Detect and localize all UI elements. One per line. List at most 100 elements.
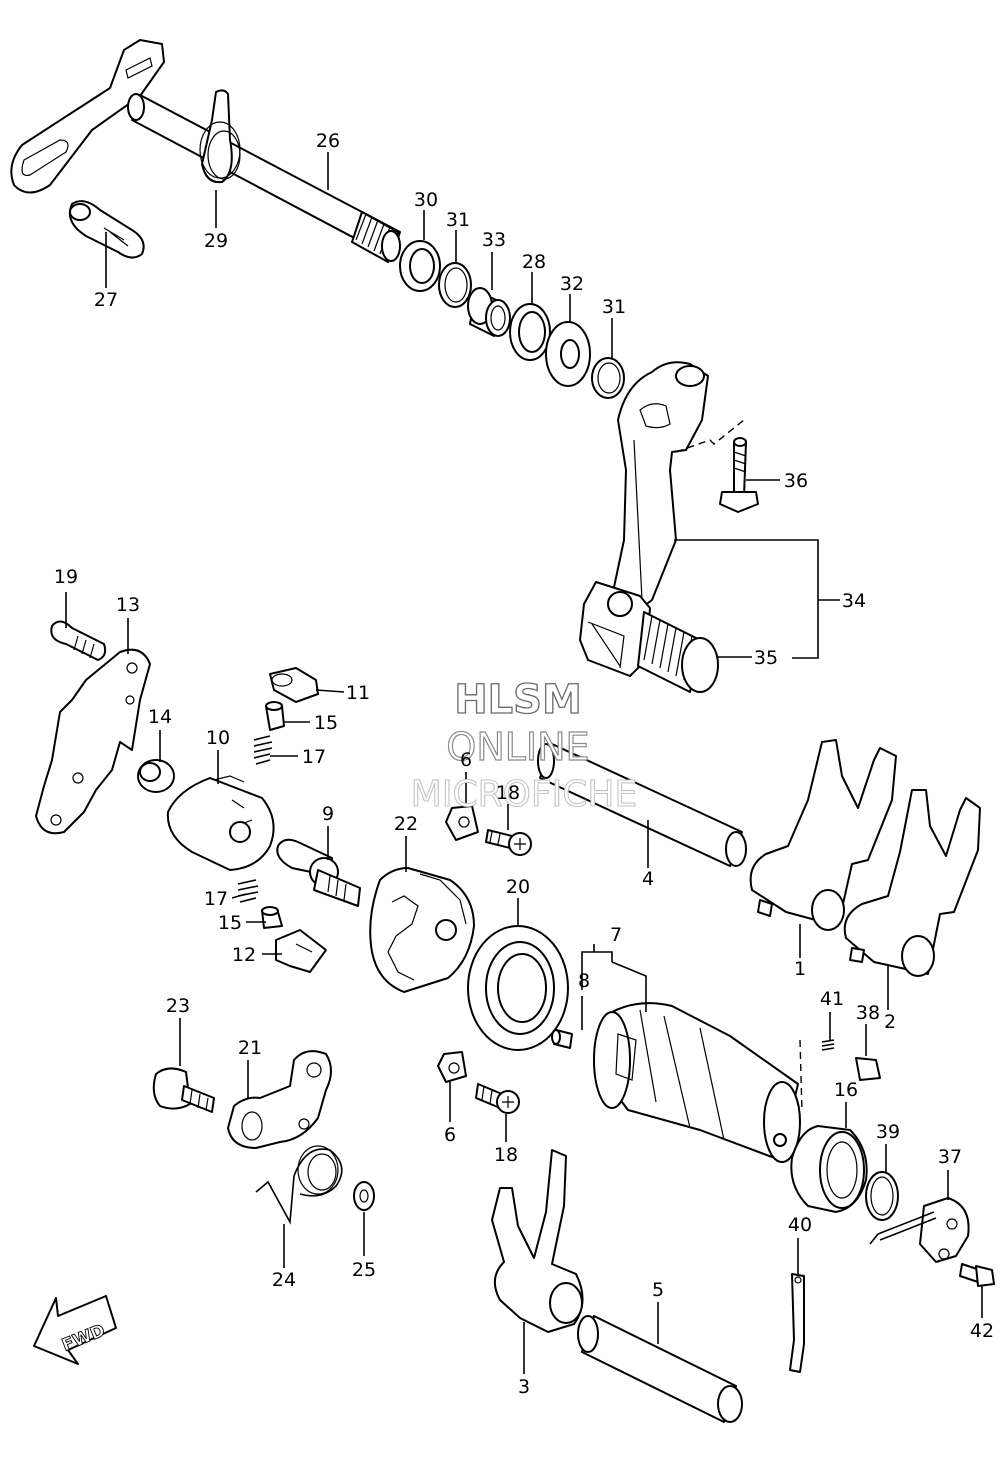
part-12-ratchet-pawl [275,929,327,973]
callout-5: 5 [652,1279,664,1301]
part-34-gearshift-lever [579,361,709,677]
part-10-shift-cam-stopper [166,775,275,871]
part-8-dowel-pin [551,1029,573,1049]
part-19-screw [50,620,107,661]
callout-4: 4 [642,868,654,890]
part-31-circlip-lower [591,357,625,399]
callout-18-lower: 18 [494,1144,518,1166]
part-31-circlip-upper [438,262,472,308]
part-28-oil-seal [509,303,551,361]
callout-42: 42 [970,1320,994,1342]
part-23-bolt [152,1067,215,1113]
callout-9: 9 [322,803,334,825]
part-27-stopper-bolt [68,200,145,259]
part-29-return-spring [199,89,241,184]
callout-14: 14 [148,706,172,728]
callout-35: 35 [754,647,778,669]
callout-23: 23 [166,995,190,1017]
callout-8: 8 [578,970,590,992]
callout-32: 32 [560,273,584,295]
part-15-pin-upper [265,701,285,731]
callout-11: 11 [346,682,370,704]
part-21-shift-arm-plate [227,1050,332,1149]
part-41-pin [821,1039,835,1051]
drum-dashline [799,1039,803,1113]
part-30-oil-seal [399,240,441,292]
part-17-spring-lower [237,879,259,903]
part-11-ratchet-pawl [269,667,319,703]
callout-27: 27 [94,289,118,311]
part-24-shift-spring [255,1145,343,1225]
callout-25: 25 [352,1259,376,1281]
callout-31-lower: 31 [602,296,626,318]
part-18-screw-lower [475,1083,520,1114]
fwd-arrow-icon: FWD [33,1295,117,1365]
watermark: HLSM ONLINE MICROFICHE [410,676,638,815]
part-3-shift-fork [491,1149,584,1333]
part-32-washer [545,321,591,387]
part-13-cam-stopper-plate [35,648,151,835]
callout-6-upper: 6 [460,749,472,771]
part-15-pin-lower [261,906,283,929]
callout-10: 10 [206,727,230,749]
watermark-line-2: ONLINE [446,725,589,769]
part-18-screw-upper [485,829,532,856]
part-37-gear-position-sensor [869,1197,970,1263]
part-20-bearing [467,925,569,1051]
callout-24: 24 [272,1269,296,1291]
callout-15-lower: 15 [218,912,242,934]
callout-26: 26 [316,130,340,152]
callout-40: 40 [788,1214,812,1236]
callout-41: 41 [820,988,844,1010]
part-42-bolt [959,1263,995,1287]
callout-15-upper: 15 [314,712,338,734]
callout-3: 3 [518,1376,530,1398]
callout-12: 12 [232,944,256,966]
callout-7: 7 [610,924,622,946]
callout-16: 16 [834,1079,858,1101]
callout-31-upper: 31 [446,209,470,231]
callout-17-lower: 17 [204,888,228,910]
watermark-line-3: MICROFICHE [411,774,637,815]
callout-19: 19 [54,566,78,588]
part-6-plate-lower [437,1051,467,1083]
leader-lines [65,152,983,1374]
part-38-cap [855,1057,881,1081]
callout-20: 20 [506,876,530,898]
part-16-needle-bearing [790,1125,868,1213]
callout-labels: 26 29 27 30 31 33 28 32 31 36 34 35 19 1… [54,130,994,1398]
part-5-fork-shaft [577,1315,743,1423]
callout-29: 29 [204,230,228,252]
part-22-shift-cam-gear [369,867,475,993]
callout-18-upper: 18 [496,782,520,804]
part-26-gearshift-shaft [10,39,401,263]
part-40-clamp [789,1273,805,1373]
callout-21: 21 [238,1037,262,1059]
lever-bolt-dashline [675,419,745,453]
part-4-fork-shaft [537,743,747,867]
watermark-line-1: HLSM [454,677,582,723]
part-1-shift-fork [749,739,897,931]
part-2-shift-fork [843,789,981,977]
part-35-footpeg-rubber [637,611,719,693]
callout-30: 30 [414,189,438,211]
part-33-needle-bearing [467,287,511,337]
part-36-bolt [719,437,759,513]
callout-2: 2 [884,1011,896,1033]
part-9-cam-pin [276,838,361,907]
part-39-o-ring [865,1171,899,1221]
callout-13: 13 [116,594,140,616]
callout-39: 39 [876,1121,900,1143]
callout-33: 33 [482,229,506,251]
part-6-plate-upper [445,805,479,841]
callout-17-upper: 17 [302,746,326,768]
part-17-spring-upper [253,735,273,765]
part-25-washer [353,1181,375,1211]
callout-34: 34 [842,590,866,612]
callout-38: 38 [856,1002,880,1024]
callout-6-lower: 6 [444,1124,456,1146]
callout-22: 22 [394,813,418,835]
callout-37: 37 [938,1146,962,1168]
callout-28: 28 [522,251,546,273]
